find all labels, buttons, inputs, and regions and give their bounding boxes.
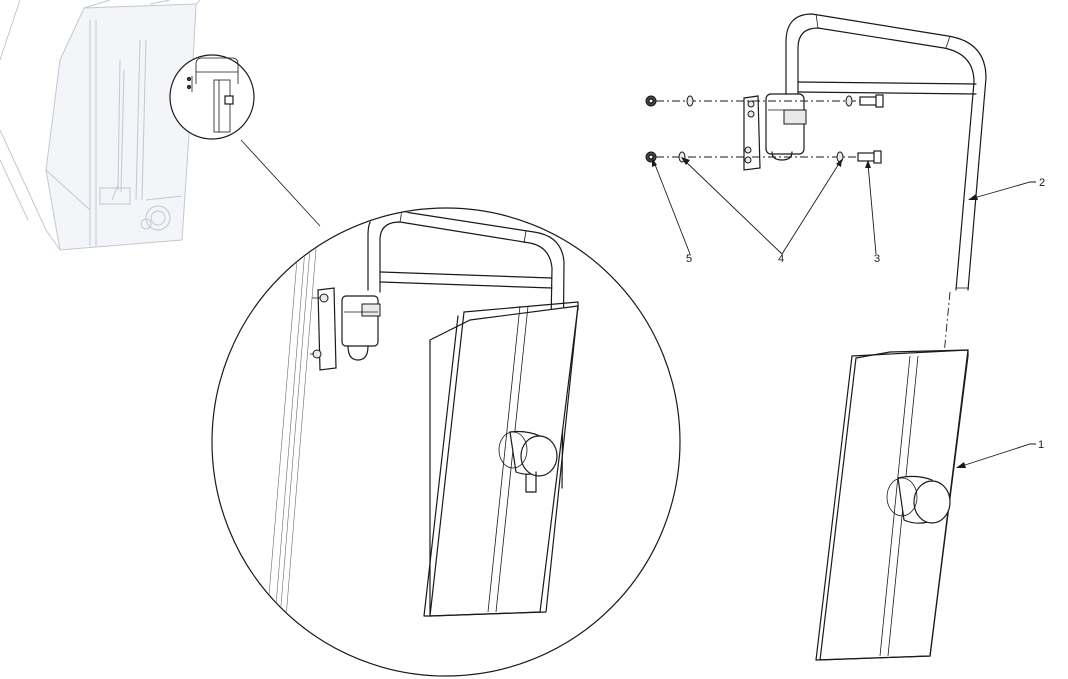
callout-4-label: 4 — [778, 253, 784, 265]
detail-circle-large — [211, 207, 681, 677]
callout-3-label: 3 — [874, 253, 880, 265]
callout-2: 2 — [968, 177, 1045, 200]
callout-2-label: 2 — [1039, 177, 1045, 189]
callout-5: 5 — [652, 158, 692, 265]
exploded-view — [645, 13, 987, 661]
callout-1: 1 — [956, 439, 1044, 468]
machine-overview — [0, 0, 201, 251]
callout-4: 4 — [681, 157, 842, 265]
callout-3: 3 — [865, 160, 880, 265]
detail-circle-small — [169, 54, 255, 140]
detail-connector-line — [240, 139, 321, 227]
callout-5-label: 5 — [686, 253, 692, 265]
callout-1-label: 1 — [1038, 439, 1044, 451]
